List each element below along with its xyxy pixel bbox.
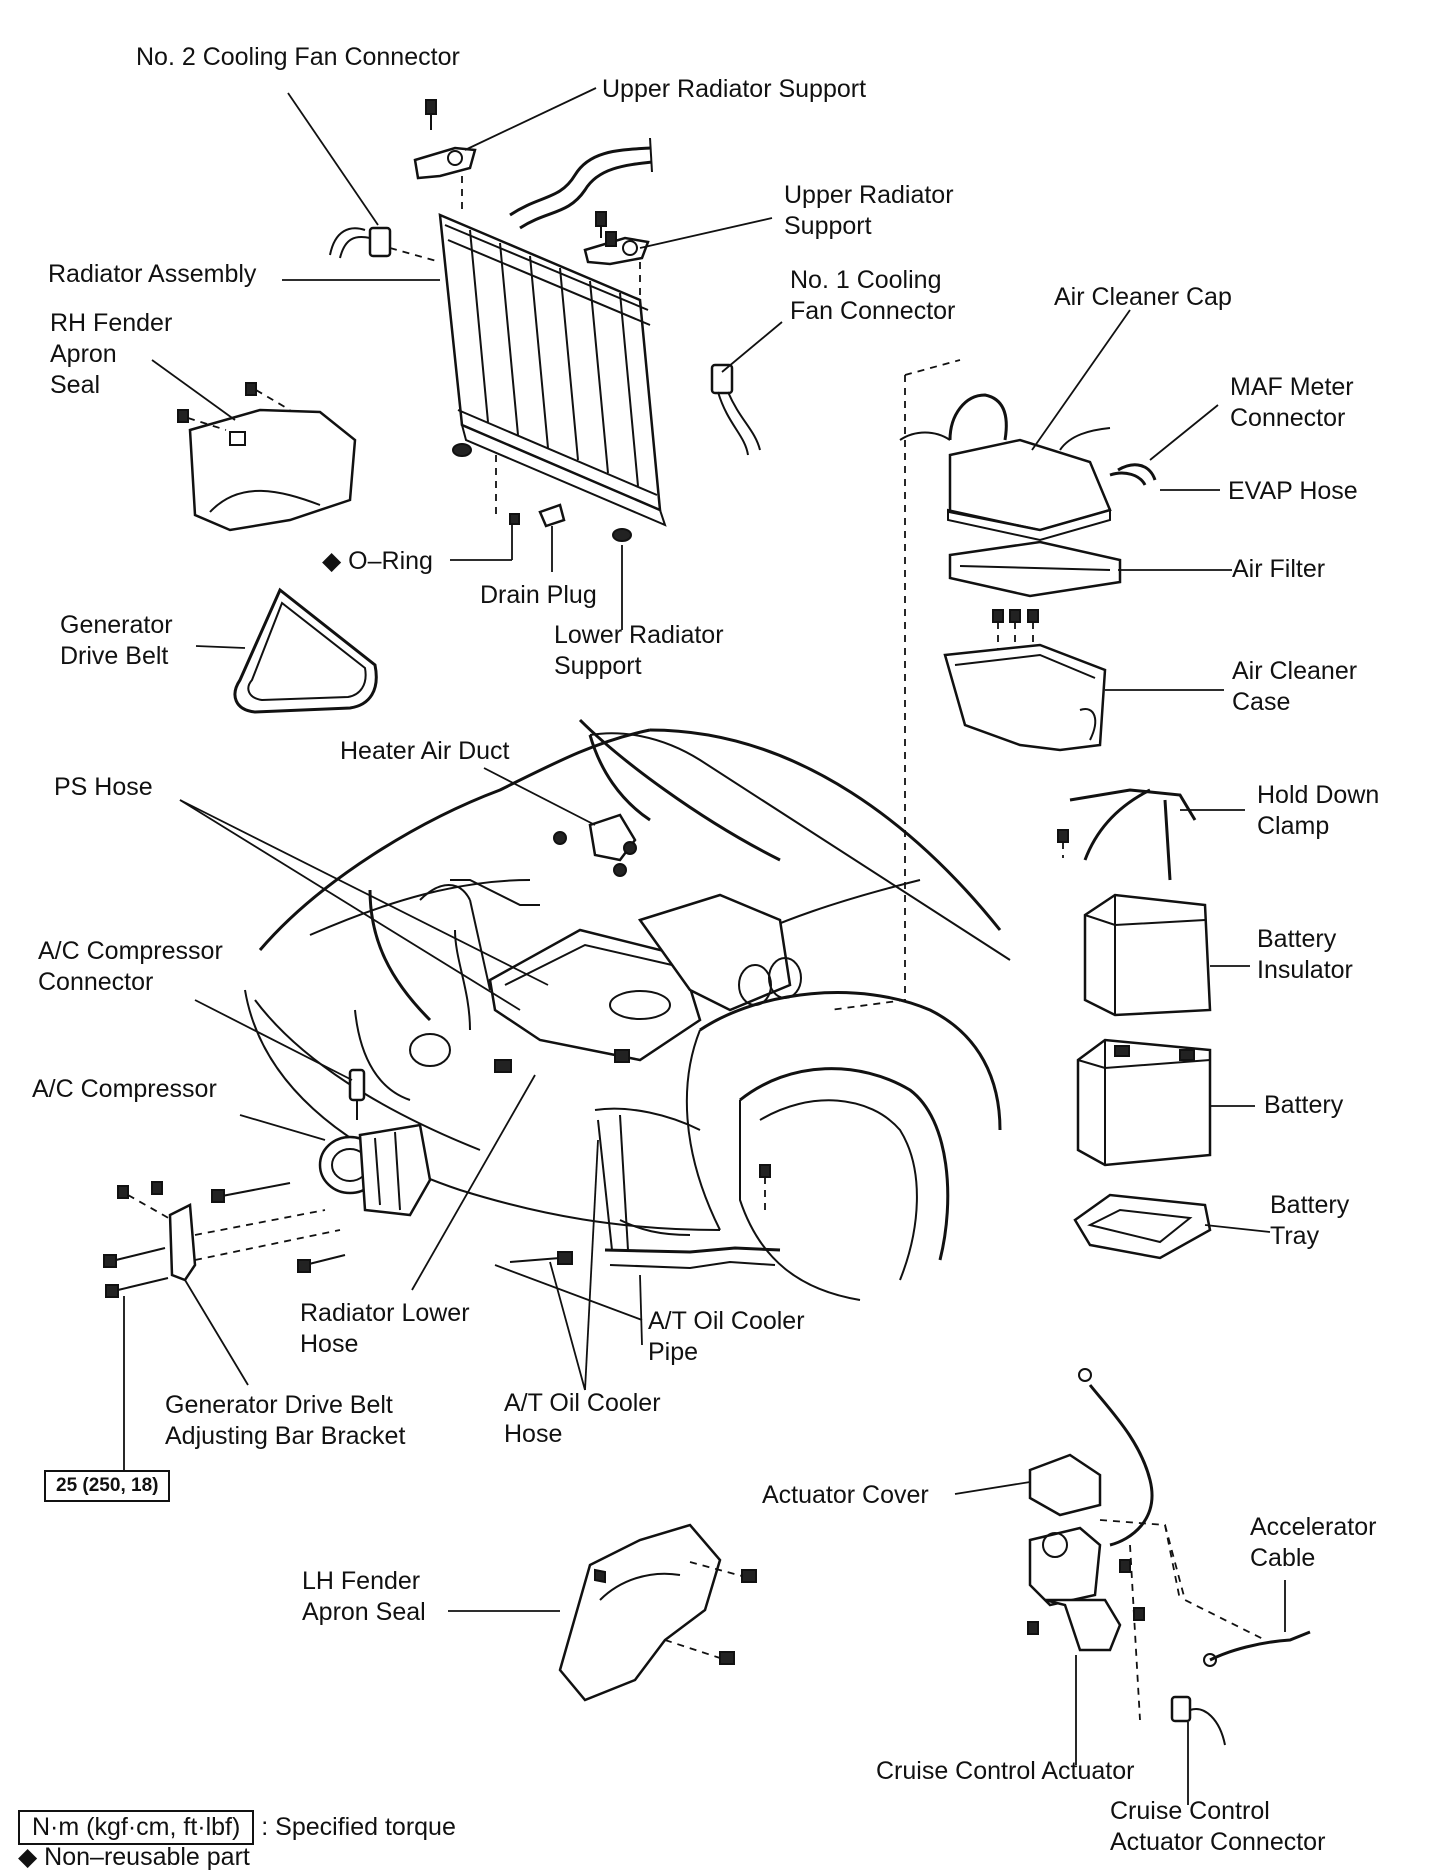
label-cruise-connector-line1: Cruise Control	[1110, 1797, 1270, 1825]
label-lower-radiator-support-line1: Lower Radiator	[554, 621, 724, 649]
label-rh-fender-line2: Apron	[50, 340, 117, 368]
label-no1-cooling-fan-line2: Fan Connector	[790, 297, 956, 325]
label-cruise-connector-line2: Actuator Connector	[1110, 1828, 1326, 1856]
label-generator-belt-line1: Generator	[60, 611, 173, 639]
ac-compressor	[318, 1068, 432, 1217]
label-ac-compressor-connector-line1: A/C Compressor	[38, 937, 223, 965]
label-at-oil-cooler-pipe-line1: A/T Oil Cooler	[648, 1307, 805, 1335]
label-actuator-cover: Actuator Cover	[762, 1481, 929, 1509]
upper-radiator-support-right	[583, 211, 650, 266]
label-drain-plug: Drain Plug	[480, 581, 597, 609]
engine-bay	[354, 813, 802, 1101]
label-air-filter: Air Filter	[1232, 555, 1326, 583]
label-upper-radiator-support-2-line2: Support	[784, 212, 872, 240]
label-rh-fender-line3: Seal	[50, 371, 101, 399]
label-upper-radiator-support-2-line1: Upper Radiator	[784, 181, 954, 209]
label-maf-meter-line2: Connector	[1230, 404, 1346, 432]
upper-radiator-support-left	[413, 99, 477, 180]
label-upper-radiator-support-1: Upper Radiator Support	[602, 75, 867, 103]
label-ac-compressor: A/C Compressor	[32, 1075, 217, 1103]
label-lower-radiator-support-line2: Support	[554, 652, 642, 680]
radiator-core	[438, 213, 667, 527]
label-battery: Battery	[1264, 1091, 1344, 1119]
label-hold-down-clamp-line1: Hold Down	[1257, 781, 1380, 809]
label-lh-fender-line1: LH Fender	[302, 1567, 421, 1595]
label-hold-down-clamp-line2: Clamp	[1257, 812, 1330, 840]
air-cleaner-cap	[899, 393, 1157, 542]
label-lh-fender-line2: Apron Seal	[302, 1598, 426, 1626]
label-battery-insulator-line2: Insulator	[1257, 956, 1353, 984]
label-radiator-lower-hose-line1: Radiator Lower	[300, 1299, 470, 1327]
legend-torque-unit: N·m (kgf·cm, ft·lbf)	[18, 1810, 255, 1845]
label-battery-tray-line2: Tray	[1270, 1222, 1320, 1250]
vehicle-body-outline	[244, 718, 1011, 1301]
label-air-cleaner-case-line1: Air Cleaner	[1232, 657, 1358, 685]
label-o-ring: ◆ O–Ring	[322, 547, 433, 575]
label-at-oil-cooler-hose-line2: Hose	[504, 1420, 563, 1448]
label-at-oil-cooler-hose-line1: A/T Oil Cooler	[504, 1389, 661, 1417]
label-rh-fender-line1: RH Fender	[50, 309, 173, 337]
torque-spec-box: 25 (250, 18)	[44, 1470, 171, 1502]
label-radiator-lower-hose-line2: Hose	[300, 1330, 359, 1358]
cruise-control-actuator	[1027, 1453, 1145, 1652]
legend-nonreusable: ◆ Non–reusable part	[18, 1843, 250, 1870]
label-ps-hose: PS Hose	[54, 773, 153, 801]
label-radiator-assembly: Radiator Assembly	[48, 260, 257, 288]
label-generator-belt-line2: Drive Belt	[60, 642, 169, 670]
label-accelerator-cable-line2: Cable	[1250, 1544, 1316, 1572]
label-air-cleaner-cap: Air Cleaner Cap	[1054, 283, 1232, 311]
label-heater-air-duct: Heater Air Duct	[340, 737, 510, 765]
leader-lines	[123, 87, 1286, 1805]
label-no1-cooling-fan-line1: No. 1 Cooling	[790, 266, 942, 294]
label-ac-compressor-connector-line2: Connector	[38, 968, 154, 996]
label-cruise-control-actuator: Cruise Control Actuator	[876, 1757, 1135, 1785]
label-generator-bracket-line1: Generator Drive Belt	[165, 1391, 393, 1419]
label-no2-cooling-fan-connector: No. 2 Cooling Fan Connector	[136, 43, 460, 71]
legend-torque-desc: : Specified torque	[261, 1813, 456, 1841]
label-accelerator-cable-line1: Accelerator	[1250, 1513, 1377, 1541]
label-air-cleaner-case-line2: Case	[1232, 688, 1291, 716]
label-evap-hose: EVAP Hose	[1228, 477, 1358, 505]
label-generator-bracket-line2: Adjusting Bar Bracket	[165, 1422, 406, 1450]
label-at-oil-cooler-pipe-line2: Pipe	[648, 1338, 699, 1366]
label-battery-tray-line1: Battery	[1270, 1191, 1350, 1219]
label-battery-insulator-line1: Battery	[1257, 925, 1337, 953]
label-maf-meter-line1: MAF Meter	[1230, 373, 1354, 401]
legend-torque: N·m (kgf·cm, ft·lbf) : Specified torque	[18, 1810, 456, 1845]
